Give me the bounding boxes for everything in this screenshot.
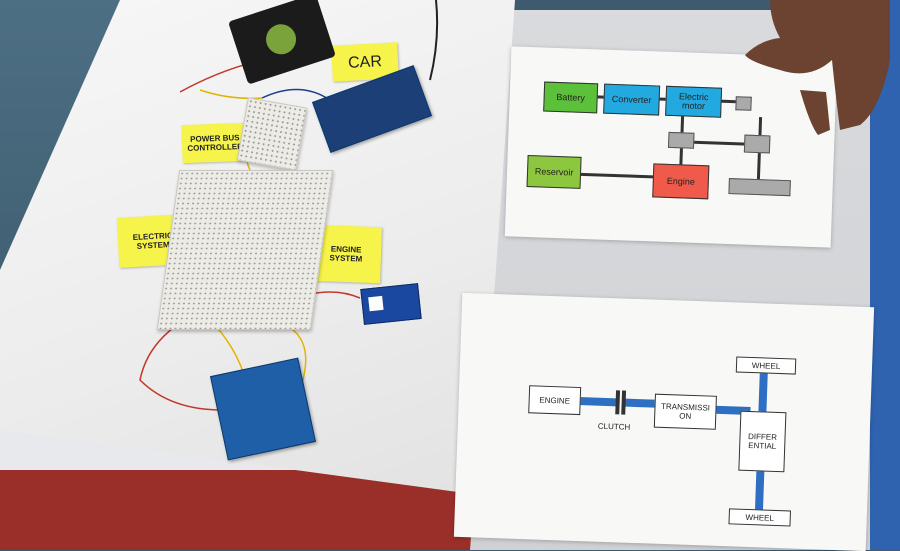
fan-hub (262, 20, 300, 59)
reservoir-block: Reservoir (526, 155, 582, 189)
shaft-engine-clutch (578, 397, 617, 407)
link (576, 172, 657, 179)
clutch-plate-2 (621, 390, 627, 415)
transmission-box: TRANSMISSI ON (653, 393, 717, 430)
engine-system-text: ENGINE SYSTEM (329, 244, 363, 264)
link (690, 140, 751, 146)
differential-box: DIFFER ENTIAL (738, 410, 787, 473)
breadboard-small (236, 97, 308, 171)
gear-box-1 (667, 131, 695, 149)
battery-9v (360, 283, 422, 325)
wheel-top-box: WHEEL (735, 356, 797, 375)
shaft-clutch-transmission (622, 398, 655, 408)
arduino-uno (210, 357, 316, 461)
breadboard-large (156, 170, 334, 330)
engine-block: Engine (652, 163, 710, 200)
converter-block: Converter (603, 83, 661, 116)
shaft-lower-axle (754, 469, 765, 512)
electric-motor-block: Electric motor (665, 85, 723, 118)
wheel-bottom-box: WHEEL (728, 508, 791, 527)
shaft-upper-axle (758, 369, 768, 412)
drivetrain-diagram-paper: ENGINE CLUTCH TRANSMISSI ON DIFFER ENTIA… (453, 292, 875, 551)
engine-box: ENGINE (528, 385, 582, 416)
clutch-label: CLUTCH (597, 421, 631, 432)
wheel-bottom (728, 178, 791, 197)
battery-block: Battery (543, 81, 599, 114)
battery-logo (368, 295, 384, 312)
clutch-plate-1 (615, 390, 621, 415)
hand (745, 0, 890, 135)
power-bus-text: POWER BUS CONTROLLER (187, 133, 244, 153)
